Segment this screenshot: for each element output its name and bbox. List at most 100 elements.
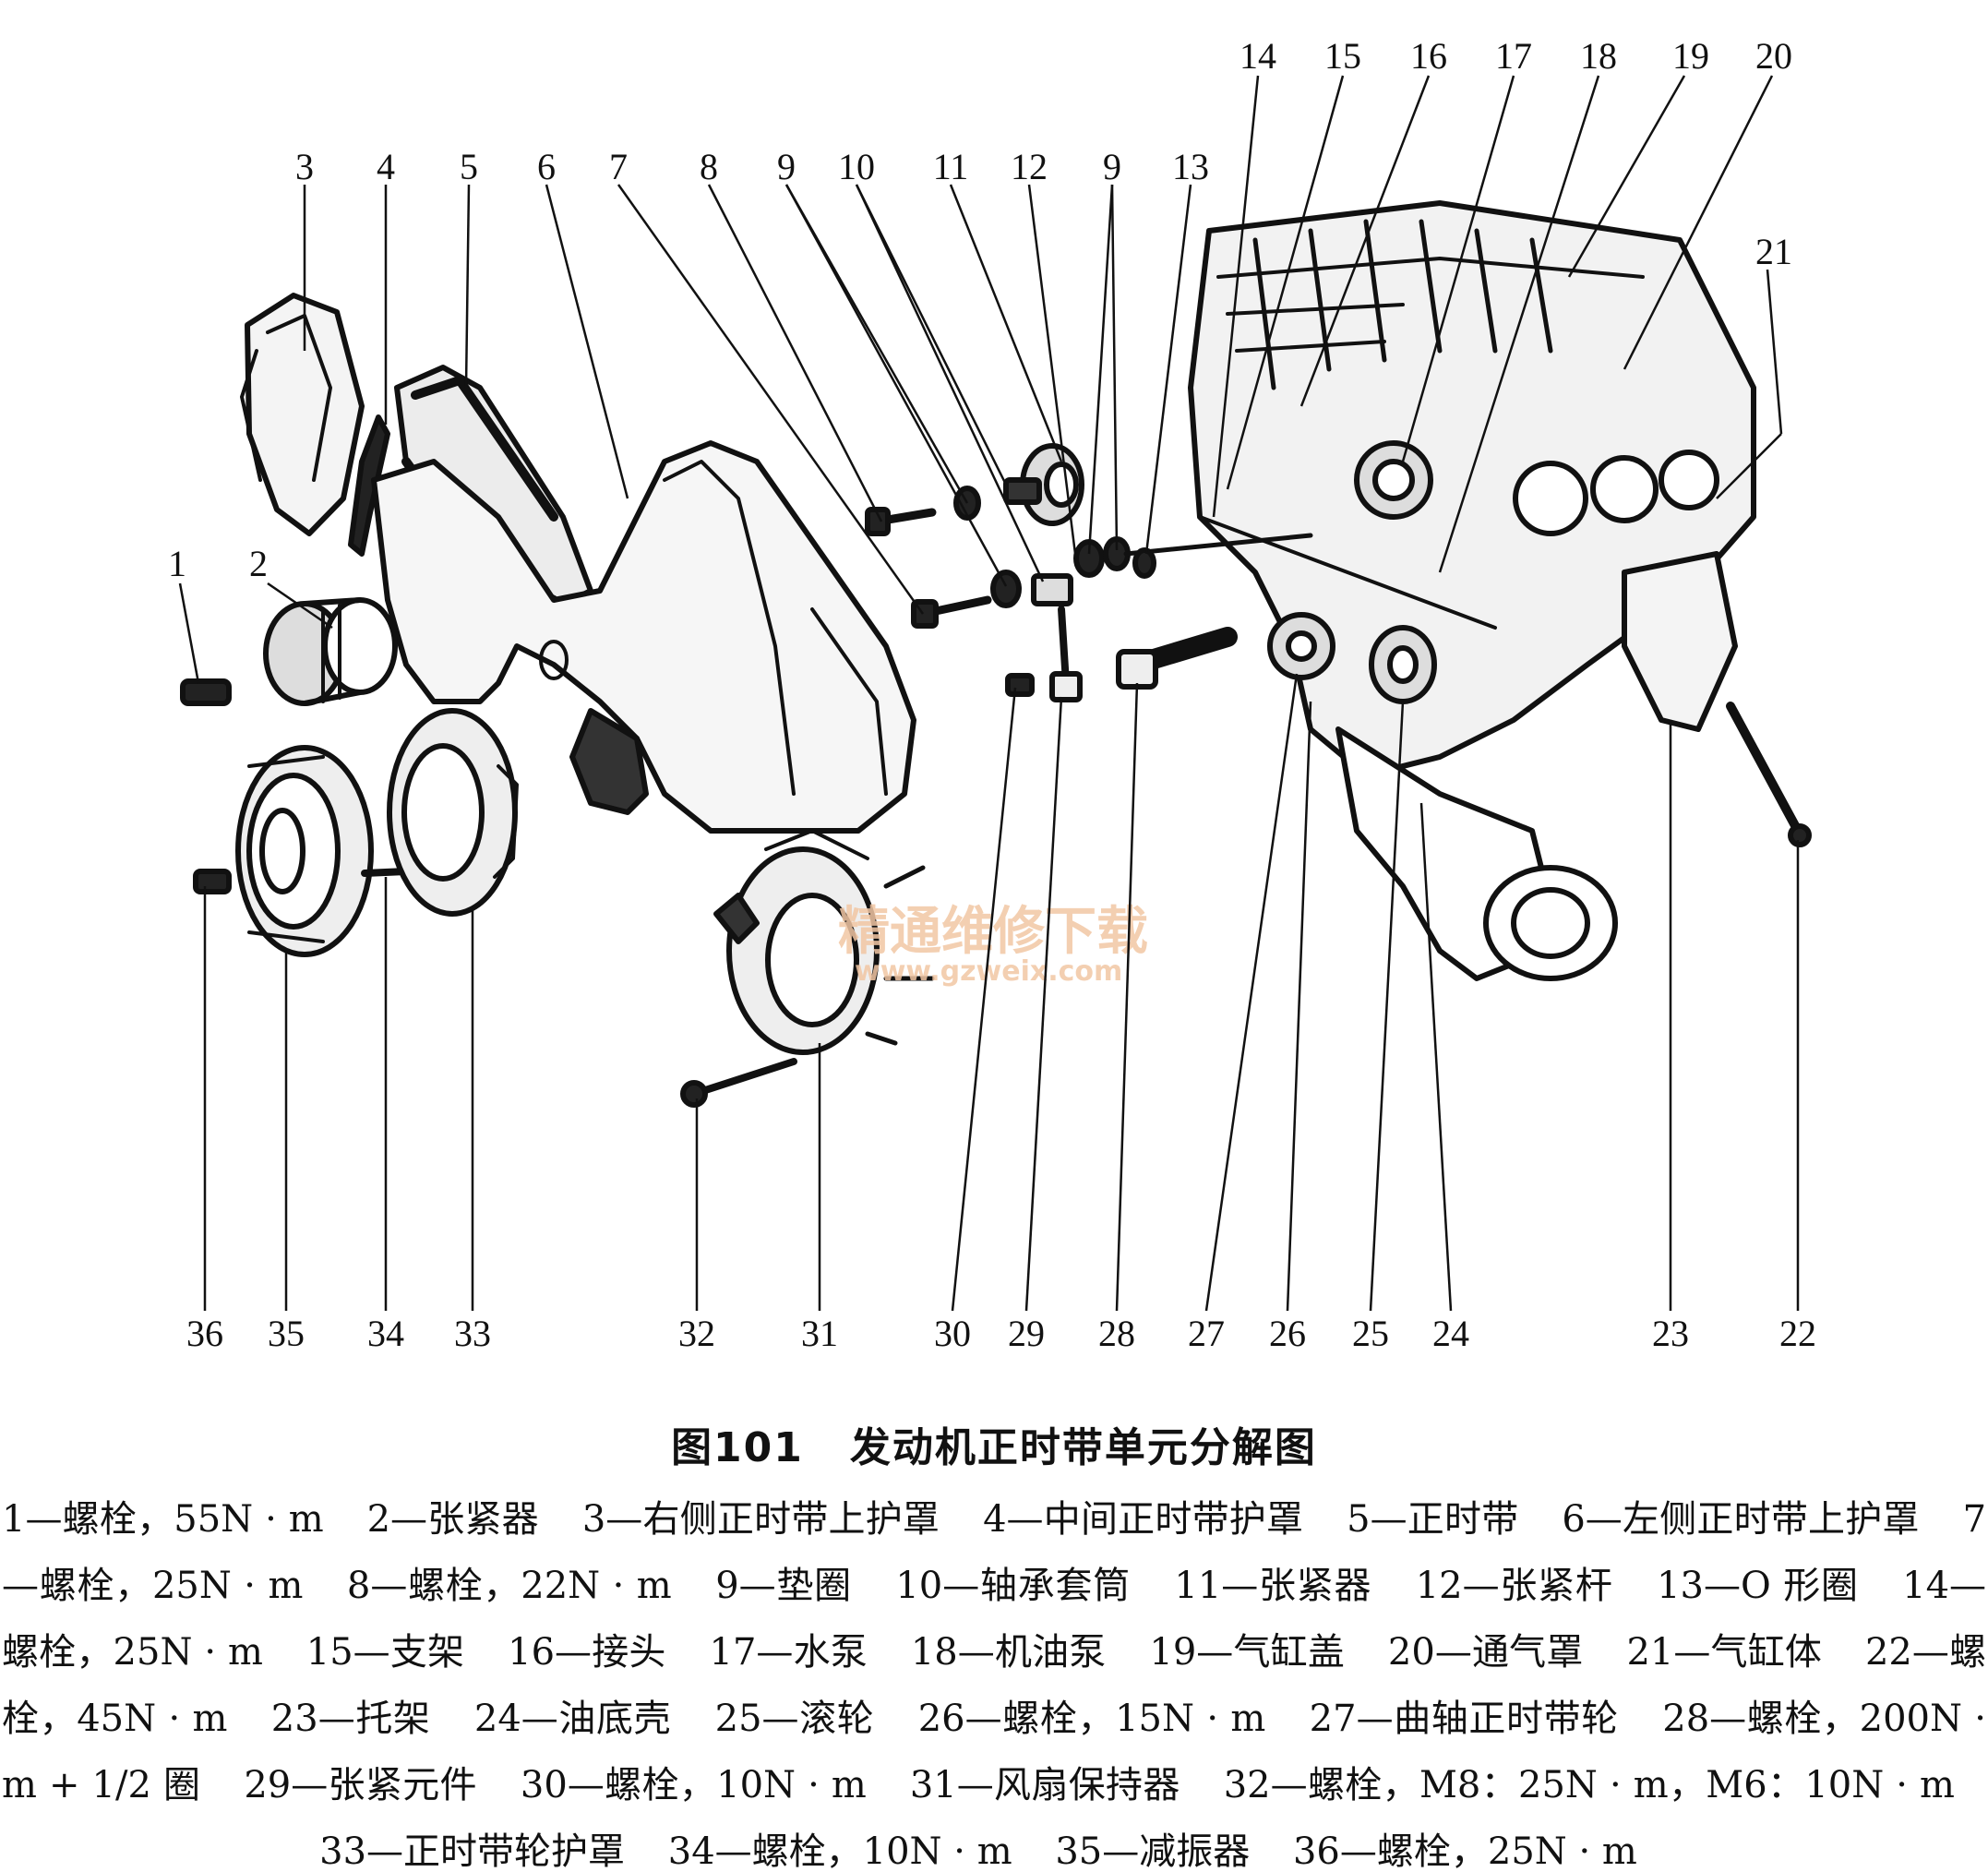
o-ring-13-part — [1132, 547, 1156, 579]
callout-6: 6 — [537, 146, 556, 187]
leader-line-24 — [1419, 802, 1453, 1312]
leader-line-6 — [545, 184, 629, 499]
legend-item: 17—水泵 — [709, 1631, 868, 1674]
bolt-7-part — [911, 595, 992, 629]
leader-line-7 — [617, 184, 925, 615]
right-upper-belt-cover-part — [240, 293, 365, 536]
legend-item: 35—减振器 — [1055, 1830, 1251, 1872]
legend-item: 15—支架 — [305, 1631, 465, 1674]
callout-27: 27 — [1188, 1313, 1225, 1354]
legend-item: 32—螺栓，M8：25N · m，M6：10N · m — [1223, 1764, 1955, 1806]
bolt-22-part — [1726, 702, 1812, 847]
callout-labels: 14 15 16 17 18 19 20 3 4 5 6 7 8 9 10 11… — [168, 35, 1816, 1354]
leader-line-12 — [1027, 184, 1077, 555]
legend-item: 13—O 形圈 — [1657, 1565, 1859, 1607]
legend-item: 1—螺栓，55N · m — [2, 1498, 324, 1541]
callout-28: 28 — [1098, 1313, 1135, 1354]
legend-item: 5—正时带 — [1347, 1498, 1519, 1541]
middle-belt-cover-part — [348, 414, 390, 557]
callout-17: 17 — [1495, 35, 1532, 77]
callout-13: 13 — [1172, 146, 1209, 187]
callout-16: 16 — [1410, 35, 1447, 77]
bolt-30-part — [1005, 673, 1035, 697]
callout-35: 35 — [268, 1313, 305, 1354]
leader-line-20 — [1623, 75, 1774, 370]
legend-item: 36—螺栓，25N · m — [1292, 1830, 1637, 1872]
legend-item: 28—螺栓，200N · m + 1/2 圈 — [2, 1698, 1987, 1806]
legend-item: 12—张紧杆 — [1415, 1565, 1613, 1607]
callout-33: 33 — [454, 1313, 491, 1354]
callout-26: 26 — [1269, 1313, 1306, 1354]
leader-line-27 — [1204, 673, 1299, 1312]
bolt-28-part — [1116, 627, 1238, 690]
legend-item: 26—螺栓，15N · m — [917, 1698, 1266, 1740]
leader-line-16 — [1299, 75, 1431, 407]
callout-8: 8 — [700, 146, 718, 187]
legend-item: 31—风扇保持器 — [909, 1764, 1180, 1806]
legend-item: 10—轴承套筒 — [895, 1565, 1131, 1607]
callout-9-second: 9 — [1103, 146, 1121, 187]
legend-item: 4—中间正时带护罩 — [983, 1498, 1304, 1541]
legend-item: 30—螺栓，10N · m — [520, 1764, 867, 1806]
fan-holder-part — [713, 829, 935, 1055]
legend-item: 33—正时带轮护罩 — [319, 1830, 626, 1872]
legend-item: 34—螺栓，10N · m — [667, 1830, 1012, 1872]
leader-line-21b — [1716, 433, 1782, 499]
tensioner-2-part — [263, 597, 398, 706]
leader-line-26 — [1286, 701, 1312, 1312]
legend-item: 19—气缸盖 — [1149, 1631, 1346, 1674]
callout-3: 3 — [295, 146, 314, 187]
legend-item: 22—螺栓，45N · m — [2, 1631, 1987, 1740]
leader-line-29 — [1024, 696, 1063, 1312]
bolt-36-part — [193, 869, 232, 894]
callout-34: 34 — [367, 1313, 404, 1354]
callout-24: 24 — [1432, 1313, 1469, 1354]
callout-2: 2 — [249, 543, 268, 584]
legend-item: 8—螺栓，22N · m — [346, 1565, 672, 1607]
bolt-8-part — [865, 507, 937, 536]
legend-item: 23—托架 — [270, 1698, 431, 1740]
figure-number: 图101 — [671, 1424, 804, 1471]
callout-4: 4 — [377, 146, 395, 187]
callout-15: 15 — [1324, 35, 1361, 77]
callout-12: 12 — [1011, 146, 1048, 187]
leader-line-11 — [949, 184, 1063, 462]
callout-32: 32 — [678, 1313, 715, 1354]
legend-item: 2—张紧器 — [366, 1498, 539, 1541]
pulley-cover-part — [387, 708, 519, 917]
leader-line-5 — [464, 184, 471, 389]
leader-line-9d — [1110, 184, 1119, 551]
legend-item: 27—曲轴正时带轮 — [1309, 1698, 1619, 1740]
legend-item: 18—机油泵 — [910, 1631, 1107, 1674]
legend-item: 3—右侧正时带上护罩 — [581, 1498, 940, 1541]
vibration-damper-part — [235, 745, 374, 957]
leader-line-10b — [855, 184, 1045, 582]
legend-item: 11—张紧器 — [1174, 1565, 1372, 1607]
callout-1: 1 — [168, 543, 186, 584]
leader-line-17 — [1401, 75, 1515, 462]
callout-9: 9 — [777, 146, 796, 187]
leader-line-28 — [1115, 682, 1139, 1312]
legend-item: 14—螺栓，25N · m — [2, 1565, 1987, 1674]
left-upper-belt-cover-part — [371, 440, 916, 834]
leader-line-14 — [1212, 75, 1260, 518]
legend-item: 24—油底壳 — [473, 1698, 672, 1740]
callout-19: 19 — [1672, 35, 1709, 77]
leader-line-10a — [855, 184, 1008, 486]
leader-line-15 — [1226, 75, 1345, 490]
bolt-32-part — [680, 1058, 797, 1108]
leader-line-9b — [784, 184, 1008, 587]
legend-item: 9—垫圈 — [715, 1565, 852, 1607]
legend-item: 21—气缸体 — [1626, 1631, 1823, 1674]
callout-14: 14 — [1240, 35, 1276, 77]
callout-23: 23 — [1652, 1313, 1689, 1354]
leader-line-25 — [1369, 701, 1405, 1312]
callout-22: 22 — [1779, 1313, 1816, 1354]
legend-item: 29—张紧元件 — [244, 1764, 477, 1806]
callout-10: 10 — [838, 146, 875, 187]
callout-7: 7 — [609, 146, 628, 187]
callout-29: 29 — [1008, 1313, 1045, 1354]
leader-line-8 — [707, 184, 883, 522]
leader-line-30 — [951, 687, 1017, 1312]
